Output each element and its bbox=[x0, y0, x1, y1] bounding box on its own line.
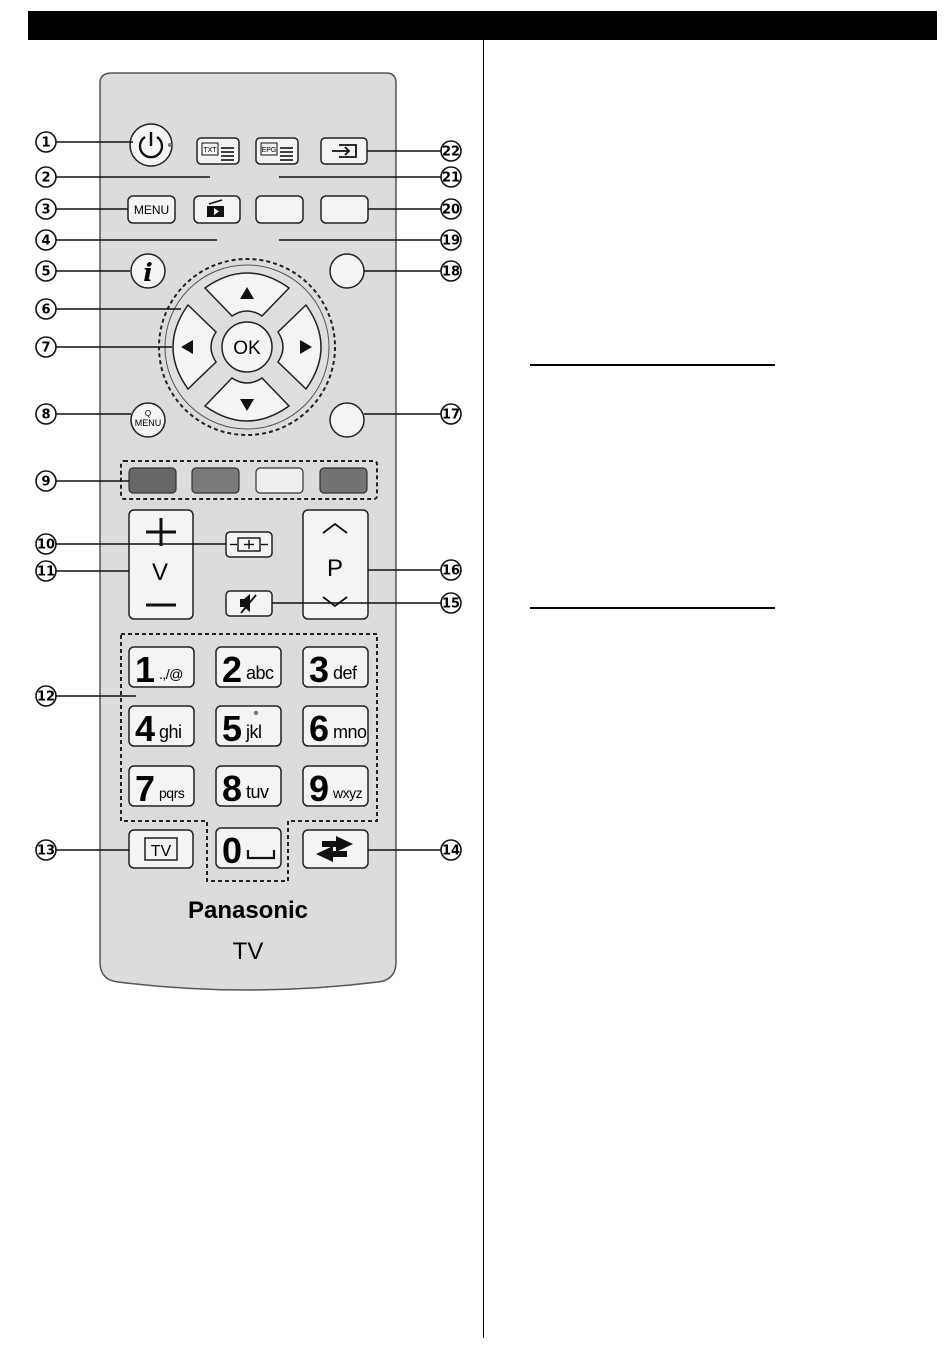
blank-button-left[interactable] bbox=[256, 196, 303, 223]
ok-label: OK bbox=[233, 338, 261, 359]
number-key-letters: ghi bbox=[159, 722, 182, 742]
yellow-key[interactable] bbox=[256, 468, 303, 493]
number-key-1[interactable]: 1.,/@ bbox=[129, 647, 194, 690]
callout-number: 16 bbox=[442, 564, 460, 579]
q-menu-label: MENU bbox=[135, 418, 162, 428]
number-key-letters: wxyz bbox=[332, 785, 363, 801]
tv-button[interactable]: TV bbox=[129, 830, 193, 868]
round-button-lower[interactable] bbox=[330, 403, 364, 437]
callout-number: 17 bbox=[442, 408, 460, 423]
number-key-digit: 0 bbox=[222, 830, 241, 871]
callout-number: 13 bbox=[37, 844, 55, 859]
menu-label: MENU bbox=[134, 203, 169, 217]
input-source-button[interactable] bbox=[321, 138, 367, 164]
tv-label: TV bbox=[151, 843, 172, 860]
callout-number: 10 bbox=[37, 538, 55, 553]
ok-button[interactable]: OK bbox=[222, 322, 272, 372]
teletext-label: TXT bbox=[203, 147, 217, 154]
red-key[interactable] bbox=[129, 468, 176, 493]
callout-number: 20 bbox=[442, 203, 460, 218]
brand-subtitle: TV bbox=[233, 938, 264, 965]
number-key-letters: mno bbox=[333, 722, 367, 742]
green-key[interactable] bbox=[192, 468, 239, 493]
number-key-digit: 3 bbox=[309, 649, 328, 690]
callout-number: 21 bbox=[442, 171, 460, 186]
callout-number: 2 bbox=[41, 171, 50, 186]
callout-number: 14 bbox=[442, 844, 460, 859]
epg-button[interactable]: EPG bbox=[256, 138, 298, 164]
mute-button[interactable] bbox=[226, 591, 272, 616]
callout-number: 15 bbox=[442, 597, 460, 612]
blue-key[interactable] bbox=[320, 468, 367, 493]
number-key-digit: 4 bbox=[135, 708, 155, 749]
callout-number: 1 bbox=[41, 136, 50, 151]
callout-number: 18 bbox=[442, 265, 460, 280]
number-key-digit: 2 bbox=[222, 649, 241, 690]
media-button[interactable] bbox=[194, 196, 240, 223]
info-label: i bbox=[143, 258, 153, 287]
callout-number: 4 bbox=[41, 234, 50, 249]
callout-number: 3 bbox=[41, 203, 50, 218]
menu-button[interactable]: MENU bbox=[128, 196, 175, 223]
number-key-digit: 6 bbox=[309, 708, 328, 749]
volume-rocker[interactable]: V bbox=[129, 510, 193, 619]
number-key-letters: def bbox=[333, 663, 358, 683]
standby-led bbox=[168, 143, 172, 147]
q-menu-button[interactable]: Q MENU bbox=[131, 403, 165, 437]
callout-number: 5 bbox=[41, 265, 50, 280]
brand-logo: Panasonic bbox=[188, 897, 308, 924]
programme-label: P bbox=[327, 555, 343, 582]
standby-button[interactable] bbox=[130, 124, 172, 166]
number-key-letters: abc bbox=[246, 663, 274, 683]
number-key-letters: tuv bbox=[246, 782, 269, 802]
number-key-letters: .,/@ bbox=[159, 666, 183, 682]
callout-number: 12 bbox=[37, 690, 55, 705]
callout-number: 22 bbox=[442, 145, 460, 160]
number-key-letters: jkl bbox=[245, 722, 262, 742]
number-key-digit: 9 bbox=[309, 768, 328, 809]
callout-number: 9 bbox=[41, 475, 50, 490]
aspect-button[interactable] bbox=[226, 532, 272, 557]
info-button[interactable]: i bbox=[131, 254, 165, 288]
volume-label: V bbox=[152, 559, 168, 586]
number-key-7[interactable]: 7 pqrs bbox=[129, 766, 194, 809]
tactile-dot bbox=[254, 711, 258, 715]
callout-number: 8 bbox=[41, 408, 50, 423]
callout-number: 7 bbox=[41, 341, 50, 356]
callout-number: 11 bbox=[37, 565, 55, 580]
teletext-button[interactable]: TXT bbox=[197, 138, 239, 164]
number-key-digit: 7 bbox=[135, 768, 154, 809]
epg-label: EPG bbox=[262, 147, 277, 154]
callout-number: 6 bbox=[41, 303, 50, 318]
number-key-letters: pqrs bbox=[159, 785, 185, 801]
callout-number: 19 bbox=[442, 234, 460, 249]
round-button-upper[interactable] bbox=[330, 254, 364, 288]
number-key-0[interactable]: 0 bbox=[216, 828, 281, 871]
number-key-digit: 8 bbox=[222, 768, 241, 809]
last-view-button[interactable] bbox=[303, 830, 368, 868]
q-menu-q-label: Q bbox=[145, 409, 151, 418]
number-key-digit: 5 bbox=[222, 708, 242, 749]
number-key-digit: 1 bbox=[135, 649, 155, 690]
blank-button-right[interactable] bbox=[321, 196, 368, 223]
